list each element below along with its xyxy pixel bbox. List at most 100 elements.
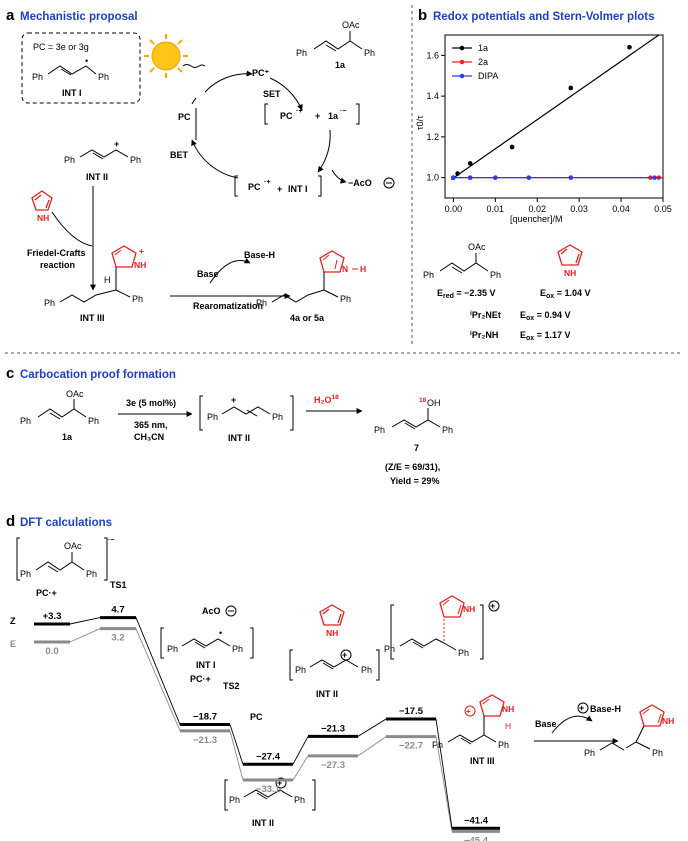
d-int2-structure: [309, 659, 359, 670]
dft-ts2-label: TS2: [223, 681, 240, 691]
redox-ph-left: Ph: [423, 270, 434, 280]
panel-d-title: DFT calculations: [20, 517, 112, 529]
panel-a-letter: a: [6, 7, 15, 24]
product-7-ph-left: Ph: [374, 425, 385, 435]
d-final-ph-left: Ph: [584, 748, 595, 758]
ered-label: Ered = −2.35 V: [437, 288, 495, 300]
fc-label-2: reaction: [40, 260, 75, 270]
product-n: N: [342, 264, 348, 274]
pc-radcation-2: PC: [248, 182, 261, 192]
z-value-4: −21.3: [321, 723, 345, 734]
e-value-4: −27.3: [321, 760, 345, 771]
pc-plus-label: PC⁺: [252, 68, 270, 78]
y-axis-label: τ0/τ: [415, 115, 425, 130]
d-sm-ph-left: Ph: [20, 569, 31, 579]
d-int2b-bracket-right: [312, 779, 316, 811]
product-7-oh: OH: [427, 398, 441, 408]
x-tick-label: 0.00: [445, 204, 463, 214]
product-7-yield: Yield = 29%: [390, 476, 439, 486]
d-int2b-ph-left: Ph: [229, 795, 240, 805]
proof-1a-structure: [37, 399, 87, 420]
d-int2-charge-plus: +: [342, 650, 347, 660]
int2-label: INT II: [86, 172, 108, 182]
d-pc-label: PC: [250, 712, 263, 722]
d-ts2-ph-right: Ph: [458, 648, 469, 658]
x-tick-label: 0.01: [487, 204, 505, 214]
product-7-label: 7: [414, 443, 419, 453]
d-int2b-ph-right: Ph: [294, 795, 305, 805]
pc-radcation-1-sup: ·+: [296, 108, 302, 115]
pc-definition-box: [21, 32, 141, 104]
d-pc-rad-left: PC·+: [36, 588, 57, 598]
d-int2-ph-right: Ph: [361, 665, 372, 675]
cycle-arrow-acoloss: [317, 129, 331, 173]
d-int1-label: INT I: [196, 660, 216, 670]
int1-ph-right: Ph: [98, 72, 109, 82]
int2-ph-left: Ph: [64, 155, 75, 165]
eox-pyrrole: Eox = 1.04 V: [540, 288, 590, 300]
rearom-label: Rearomatization: [193, 301, 263, 311]
proof-cond2: CH₃CN: [134, 432, 164, 442]
point-1a: [509, 144, 515, 150]
d-int2b-bracket-left: [224, 779, 228, 811]
product-7-structure: [391, 408, 441, 430]
e-connector: [69, 628, 101, 643]
set-label: SET: [263, 89, 281, 99]
z-connector: [69, 617, 101, 625]
x-tick-label: 0.05: [654, 204, 672, 214]
panel-c-letter: c: [6, 365, 14, 382]
e-value-2: −21.3: [193, 735, 217, 746]
proof-int2-label: INT II: [228, 433, 250, 443]
e-value-0: 0.0: [45, 646, 58, 657]
point-dipa: [526, 175, 532, 180]
proof-int2-ph-right: Ph: [272, 412, 283, 422]
d-int1-structure: [181, 638, 231, 649]
d-sm-charge: ·−: [108, 537, 114, 544]
base-label: Base: [197, 269, 219, 279]
y-tick-label: 1.6: [426, 50, 439, 60]
redox-ph-right: Ph: [490, 270, 501, 280]
proof-bracket-left: [199, 395, 203, 431]
z-value-1: 4.7: [111, 605, 124, 616]
d-base-h-charge: [577, 702, 589, 714]
d-int2-charge: [340, 649, 352, 661]
sm-oac: OAc: [342, 20, 360, 30]
d-int2b-structure: [243, 789, 293, 800]
proof-oac: OAc: [66, 389, 84, 399]
z-connector: [357, 718, 387, 737]
e-connector: [229, 730, 244, 781]
x-tick-label: 0.03: [570, 204, 588, 214]
base-h-label: Base-H: [244, 250, 275, 260]
pyrrole-reagent-nh: NH: [37, 213, 49, 223]
z-value-6: −41.4: [464, 815, 489, 826]
z-connector: [135, 617, 181, 725]
panel-b-letter: b: [418, 7, 427, 24]
d-int1-ph-left: Ph: [167, 644, 178, 654]
d-base-h-charge-plus: +: [579, 703, 584, 713]
proof-int2-ph-left: Ph: [207, 412, 218, 422]
fit-line-1a: [450, 34, 660, 180]
d-int1-bracket-right: [250, 627, 254, 659]
cycle-arrow-excite: [204, 70, 253, 93]
legend-label-1a: 1a: [478, 43, 488, 53]
d-int2b-label: INT II: [252, 818, 274, 828]
product-7-ph-right: Ph: [442, 425, 453, 435]
redox-pyrrole-nh: NH: [564, 268, 576, 278]
d-pyrrole-int2: [319, 604, 345, 626]
redox-1a-structure: [439, 253, 489, 274]
int2-plus: +: [114, 139, 119, 149]
y-tick-label: 1.4: [426, 91, 439, 101]
e-value-1: 3.2: [111, 633, 124, 644]
sm-ph-left: Ph: [296, 48, 307, 58]
d-final-product: [599, 704, 665, 751]
y-tick-label: 1.2: [426, 132, 439, 142]
z-connector: [229, 724, 244, 765]
product-ph-right: Ph: [340, 294, 351, 304]
sm-1a-structure: [313, 31, 363, 52]
int3-ph-left: Ph: [44, 298, 55, 308]
point-dipa: [467, 175, 473, 180]
e-value-3: −33.1: [256, 784, 281, 795]
point-dipa: [493, 175, 498, 180]
